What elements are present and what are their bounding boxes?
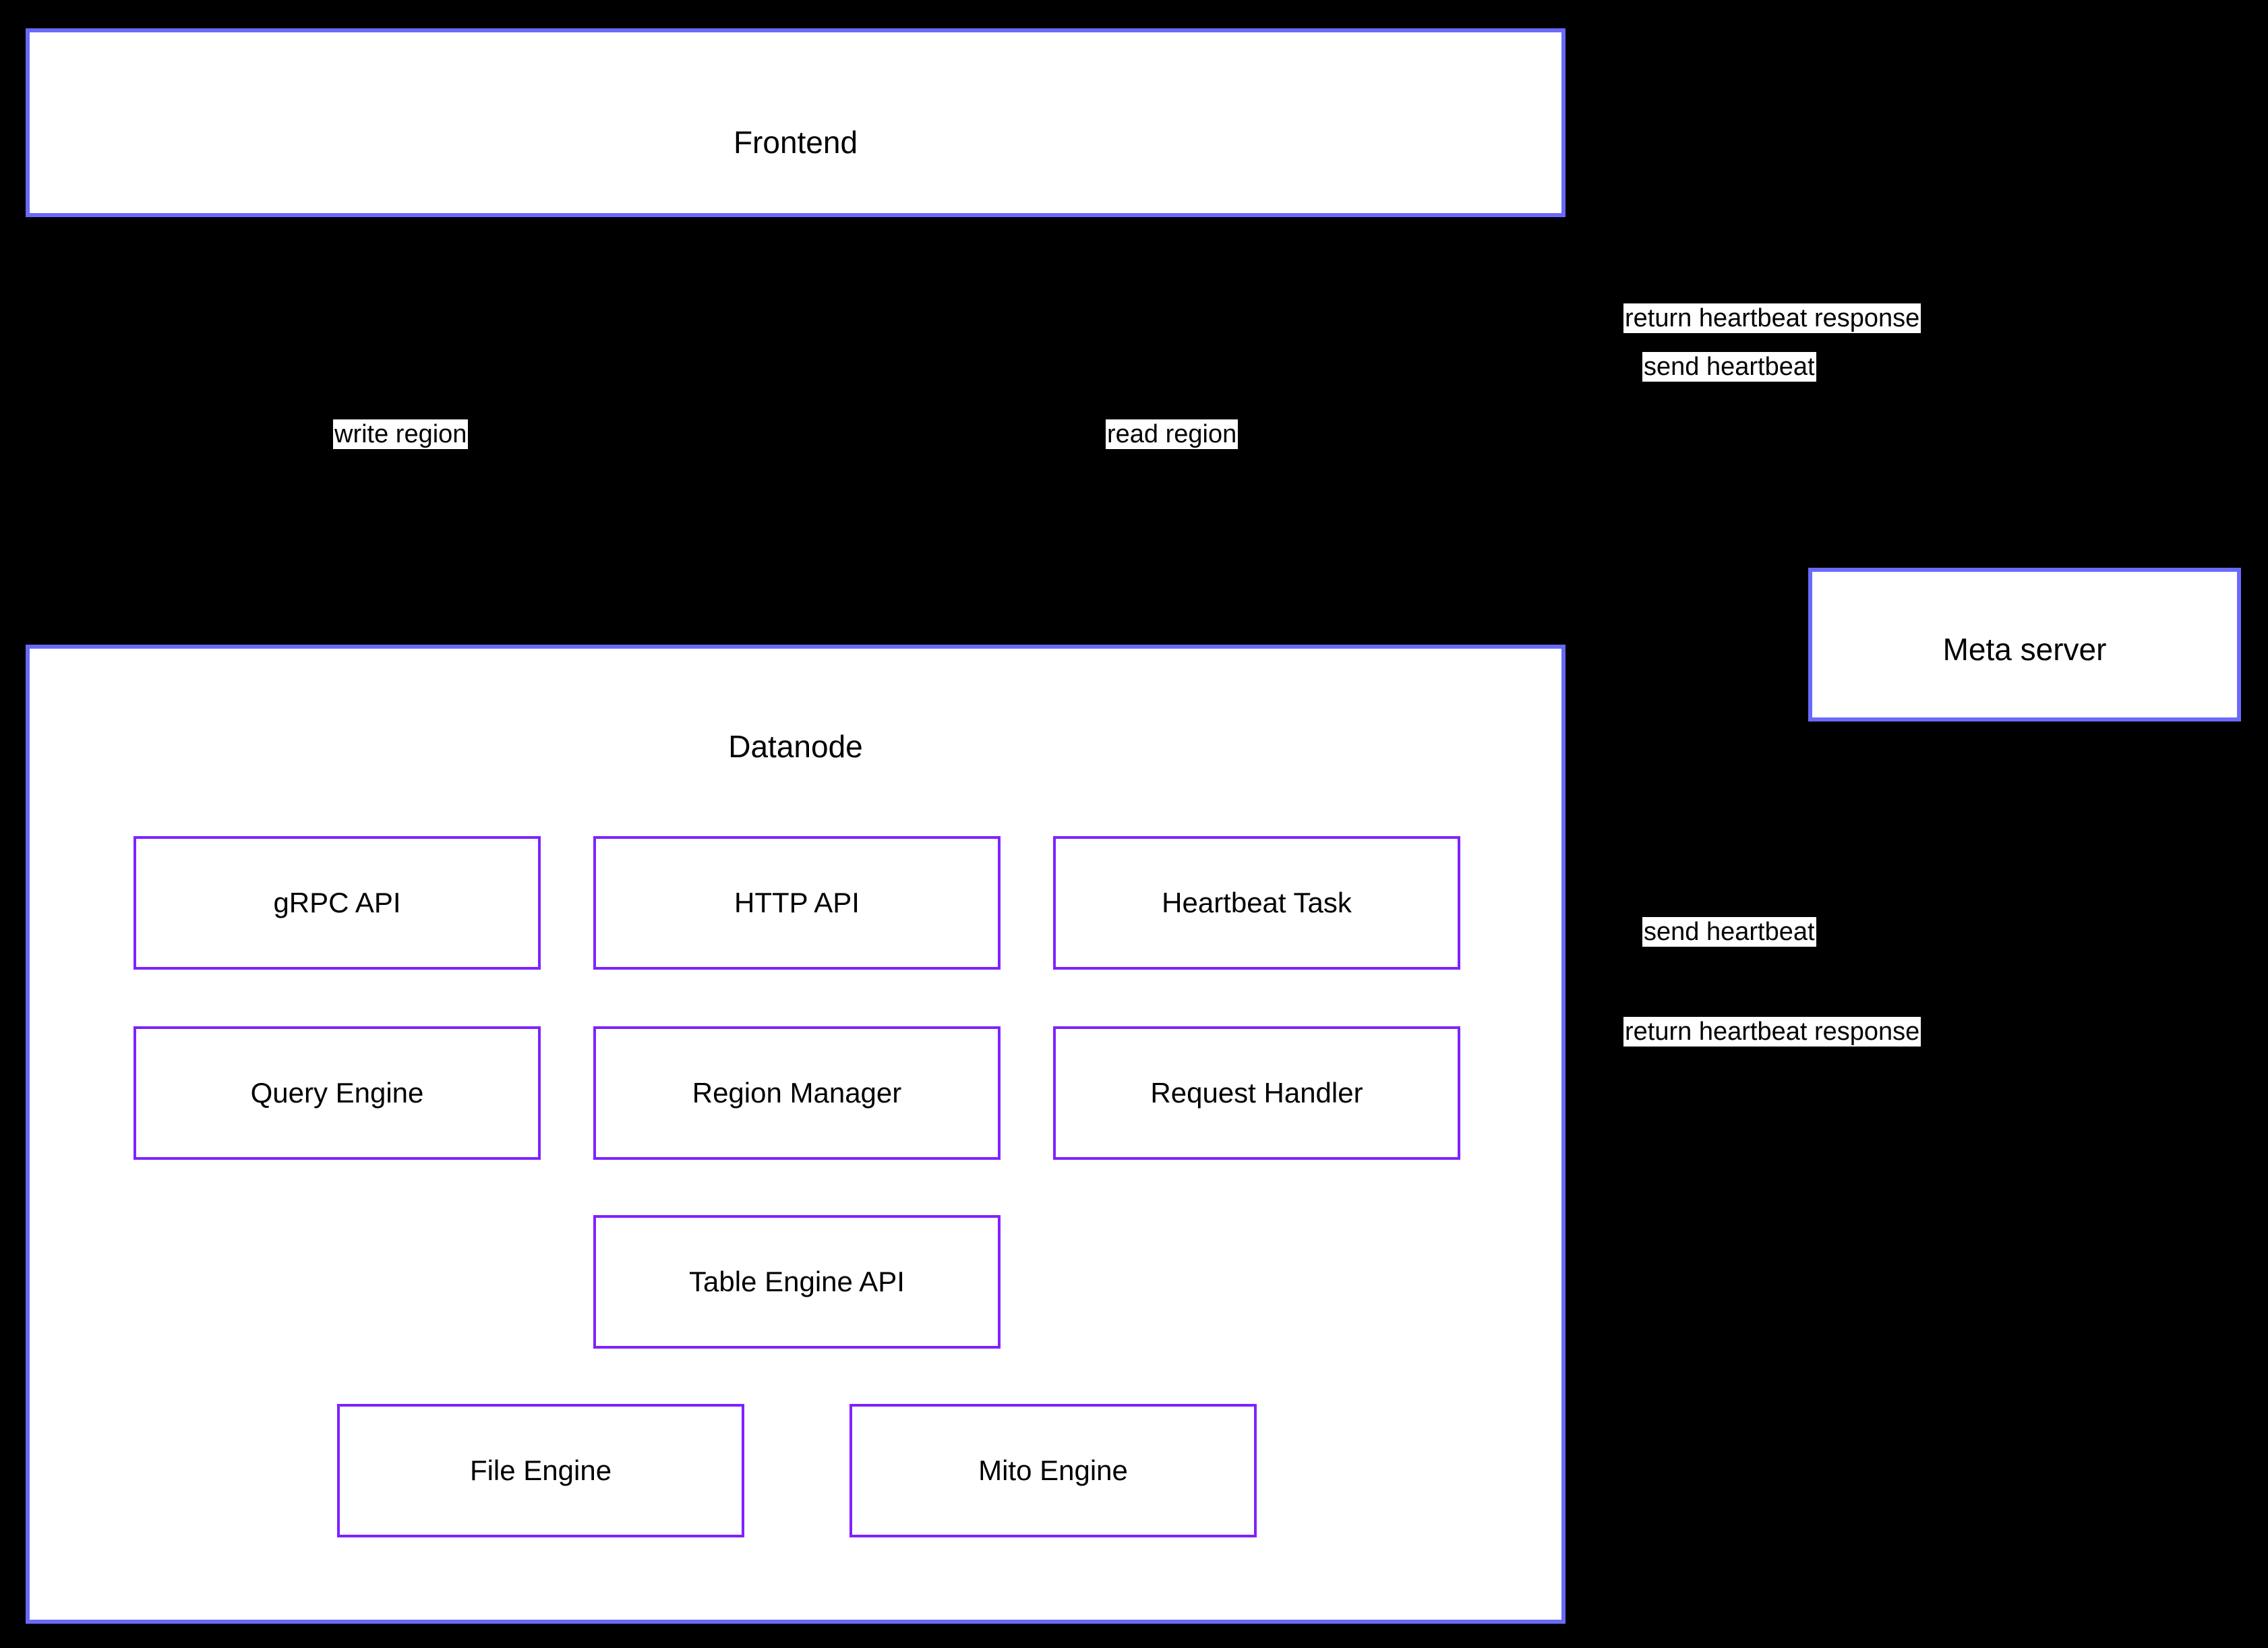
arrowhead-send-heartbeat-top xyxy=(1814,163,1826,178)
connector-datanode-meta-response xyxy=(1565,1331,2031,1333)
datanode-title: Datanode xyxy=(728,729,863,764)
frontend-title: Frontend xyxy=(733,125,858,160)
arrowhead-read-region xyxy=(1193,217,1208,229)
edge-label-return-heartbeat-response-top: return heartbeat response xyxy=(1623,303,1921,333)
component-query-engine[interactable]: Query Engine xyxy=(133,1026,541,1160)
connector-meta-send-vertical xyxy=(1854,170,1856,558)
component-table-engine-api-label: Table Engine API xyxy=(689,1265,905,1297)
edge-label-return-heartbeat-response-bottom: return heartbeat response xyxy=(1623,1017,1921,1047)
arrowhead-return-heartbeat-response-bottom xyxy=(1565,1324,1578,1339)
component-file-engine[interactable]: File Engine xyxy=(337,1404,744,1537)
component-request-handler[interactable]: Request Handler xyxy=(1053,1026,1460,1160)
connector-meta-send-bottom-vertical xyxy=(1854,722,1856,1131)
edge-label-send-heartbeat-top: send heartbeat xyxy=(1642,352,1816,382)
arrowhead-return-heartbeat-response-top xyxy=(1565,69,1578,84)
connector-meta-response-bottom-vertical xyxy=(2029,722,2031,1332)
edge-label-send-heartbeat-bottom: send heartbeat xyxy=(1642,917,1816,947)
connector-frontend-meta-send xyxy=(1565,170,1855,172)
component-table-engine-api[interactable]: Table Engine API xyxy=(593,1215,1001,1349)
component-http-api-label: HTTP API xyxy=(734,886,860,918)
meta-server-node[interactable]: Meta server xyxy=(1808,568,2241,722)
component-http-api[interactable]: HTTP API xyxy=(593,836,1001,970)
component-grpc-api-label: gRPC API xyxy=(273,886,401,918)
arrowhead-send-heartbeat-bottom xyxy=(1814,1123,1826,1138)
component-heartbeat-task[interactable]: Heartbeat Task xyxy=(1053,836,1460,970)
component-request-handler-label: Request Handler xyxy=(1150,1076,1363,1109)
connector-meta-response-vertical xyxy=(2029,76,2031,558)
component-grpc-api[interactable]: gRPC API xyxy=(133,836,541,970)
connector-datanode-meta-send xyxy=(1565,1130,1855,1132)
component-mito-engine[interactable]: Mito Engine xyxy=(849,1404,1257,1537)
meta-server-title: Meta server xyxy=(1942,632,2107,667)
component-mito-engine-label: Mito Engine xyxy=(978,1454,1128,1486)
component-query-engine-label: Query Engine xyxy=(250,1076,424,1109)
component-file-engine-label: File Engine xyxy=(469,1454,612,1486)
connector-frontend-meta-response xyxy=(1565,76,2031,78)
edge-label-read-region: read region xyxy=(1106,419,1239,449)
arrowhead-send-heartbeat-top-tip xyxy=(1820,337,1832,352)
component-region-manager-label: Region Manager xyxy=(692,1076,902,1109)
component-heartbeat-task-label: Heartbeat Task xyxy=(1162,886,1352,918)
frontend-node[interactable]: Frontend xyxy=(26,28,1565,217)
edge-label-write-region: write region xyxy=(333,419,469,449)
component-region-manager[interactable]: Region Manager xyxy=(593,1026,1001,1160)
